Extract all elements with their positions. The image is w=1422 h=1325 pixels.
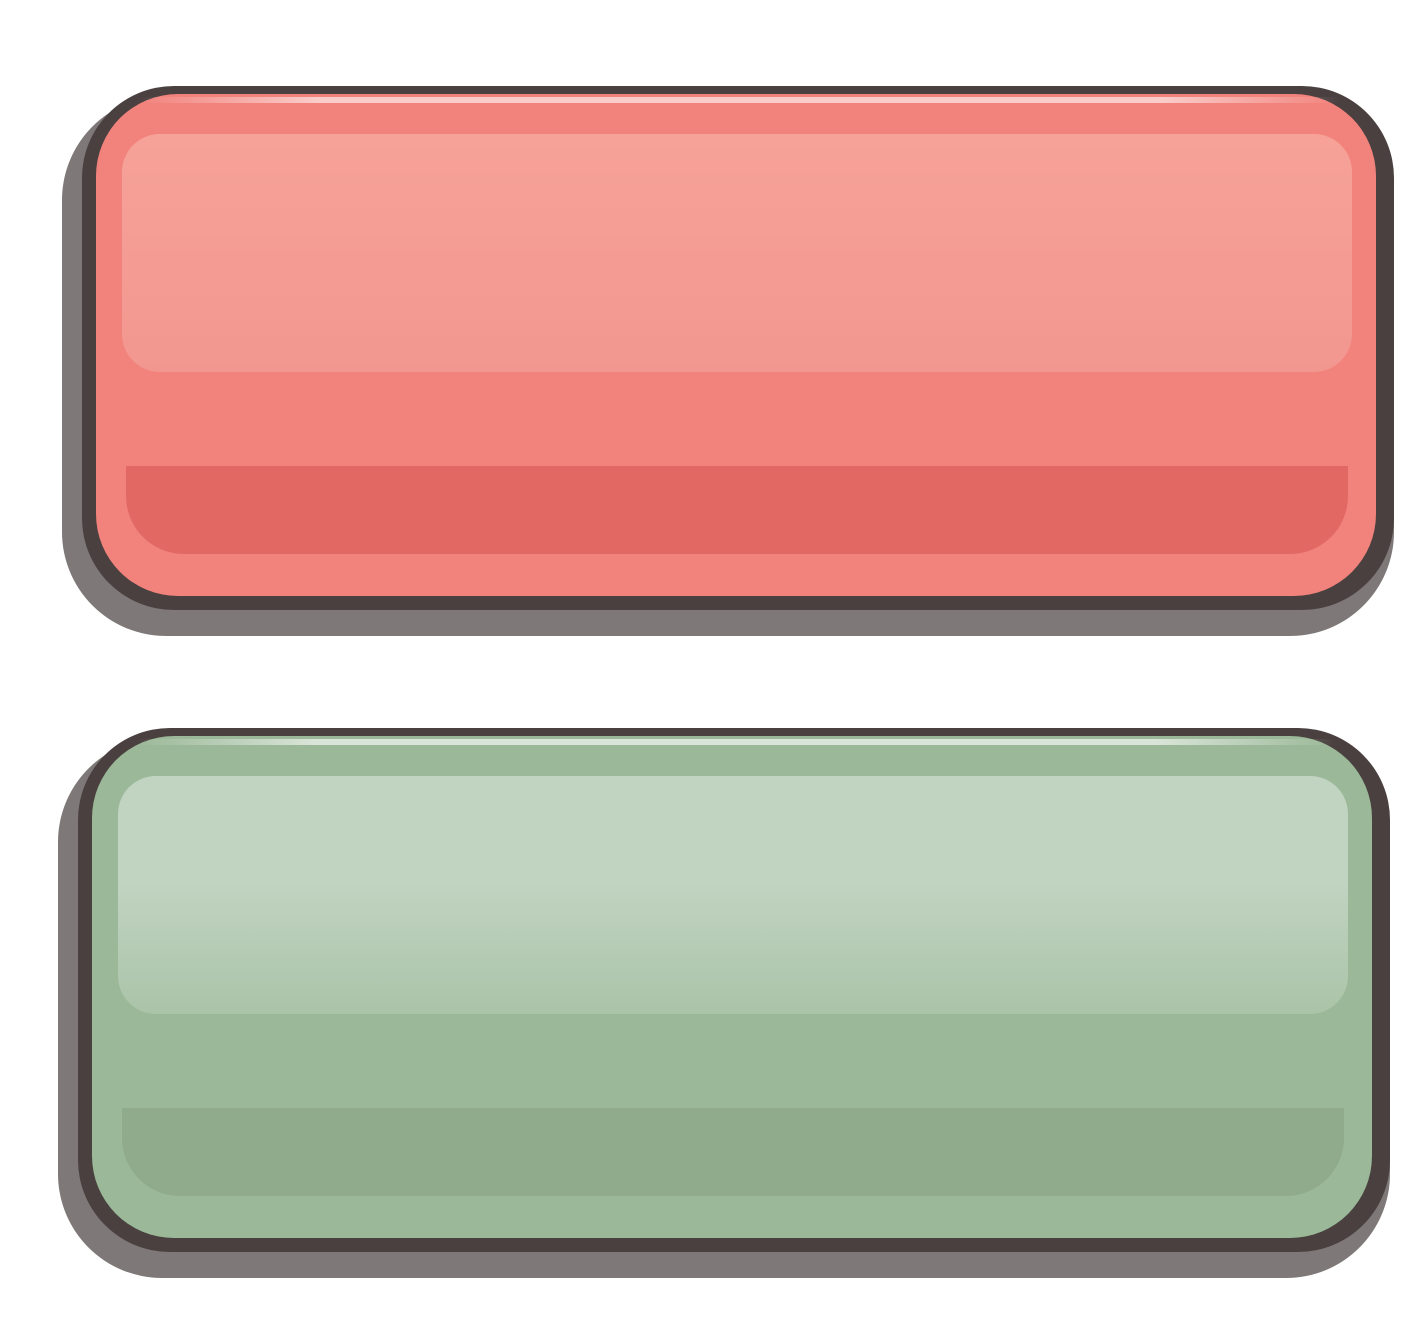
button-gloss xyxy=(122,134,1352,372)
red-glossy-button[interactable] xyxy=(60,84,1400,644)
button-highlight xyxy=(140,97,1340,103)
green-glossy-button[interactable] xyxy=(56,726,1396,1286)
button-gloss xyxy=(118,776,1348,1014)
button-highlight xyxy=(136,739,1336,745)
button-mid-band xyxy=(126,370,1348,466)
button-mid-band xyxy=(122,1012,1344,1108)
